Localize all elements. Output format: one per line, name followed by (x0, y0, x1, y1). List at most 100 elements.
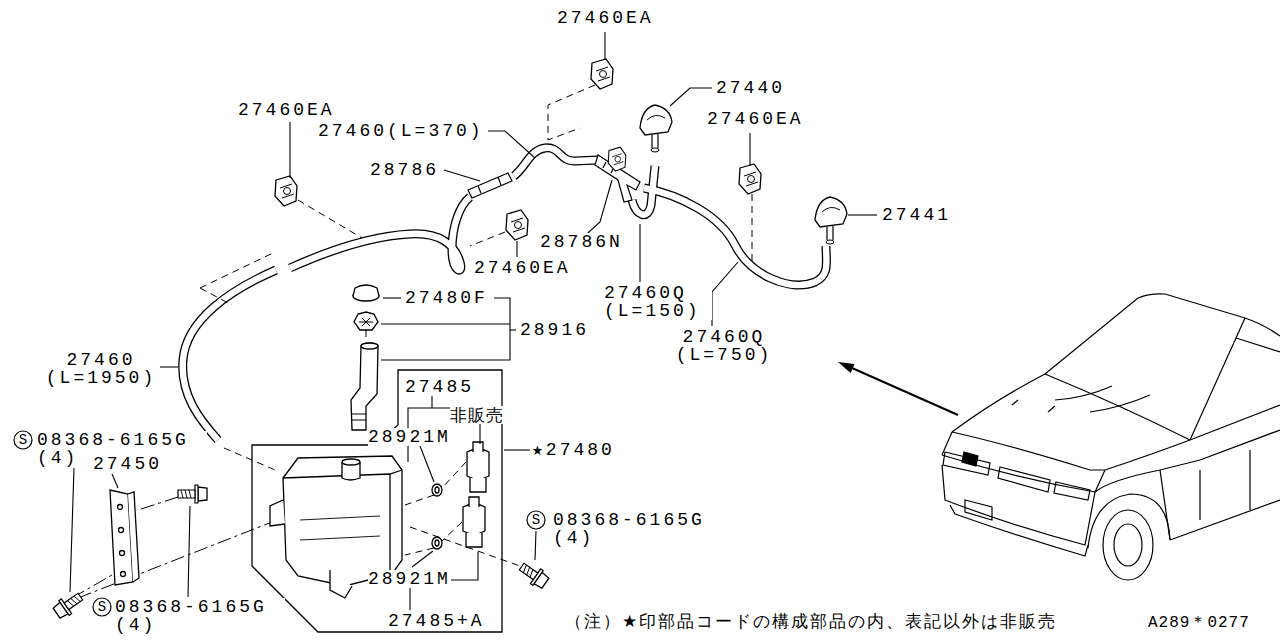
leader-line (381, 323, 510, 324)
leader-line (604, 32, 605, 60)
reservoir-bracket (120, 551, 125, 556)
part-number: 27460 (L=1950) (42, 351, 160, 387)
part-number: 27480F (405, 289, 488, 307)
footnote: （注）★印部品コードの構成部品の内、表記以外は非販売 (565, 612, 1057, 630)
washer-pump (435, 487, 439, 493)
reservoir-bracket (110, 490, 139, 585)
part-number: 27460EA (474, 259, 571, 277)
part-number: 27460EA (707, 110, 804, 128)
guide-line (72, 497, 290, 598)
vehicle-illustration (952, 374, 1045, 432)
leader-line (112, 474, 118, 488)
reservoir-bracket (128, 492, 139, 582)
vehicle-illustration (950, 505, 1088, 556)
washer-pump (466, 533, 482, 547)
vehicle-illustration (942, 294, 1280, 580)
leader-line (488, 131, 535, 158)
leader-line (712, 262, 738, 326)
part-number: 27460Q (L=750) (668, 328, 780, 364)
washer-reservoir (330, 570, 352, 598)
part-number: 08368-6165G (4) (115, 598, 285, 634)
washer-hose (514, 148, 598, 176)
guide-line (366, 330, 367, 340)
hose-clip (275, 59, 761, 240)
part-number: 27460Q (L=150) (604, 284, 712, 320)
guide-line (138, 497, 178, 510)
leader-line (510, 329, 516, 330)
drawing-code: A289＊0277 (1148, 614, 1250, 632)
washer-hose (183, 270, 276, 440)
washer-hose (644, 188, 826, 285)
part-number: 08368-6165G (4) (553, 511, 723, 547)
vehicle-illustration (1088, 494, 1170, 548)
leader-line (70, 32, 877, 610)
washer-reservoir (270, 500, 285, 526)
guide-line (442, 462, 466, 488)
vehicle-illustration (1045, 294, 1280, 374)
reservoir-filler (351, 343, 378, 430)
reservoir-bracket (119, 528, 124, 533)
leader-line (188, 506, 190, 597)
hose-connector (468, 173, 512, 198)
guide-line (200, 85, 752, 566)
washer-hose (514, 148, 598, 176)
part-number: 28786N (540, 233, 623, 251)
leader-line (70, 468, 74, 592)
vehicle-illustration (998, 467, 1050, 492)
location-arrow (838, 362, 958, 415)
bolt (516, 559, 550, 590)
reservoir-filler (352, 414, 366, 420)
leader-line (504, 449, 530, 450)
reservoir-filler (351, 285, 379, 430)
vehicle-illustration (1170, 500, 1280, 540)
vehicle-illustration (952, 432, 1105, 470)
vehicle-illustration (942, 465, 1095, 545)
leader-line (444, 170, 480, 181)
hose-clip (608, 147, 626, 171)
bolt (51, 589, 85, 620)
standard-part-mark (527, 511, 545, 529)
washer-nozzle (640, 105, 847, 244)
leader-line (516, 241, 517, 257)
part-number: 28921M (368, 570, 451, 588)
part-number: 27450 (93, 455, 162, 473)
washer-pump (435, 540, 439, 546)
vehicle-illustration (1103, 510, 1153, 580)
reservoir-filler (354, 312, 378, 330)
washer-nozzle (640, 105, 672, 152)
washer-pump (470, 478, 486, 492)
hose-clip (591, 59, 613, 89)
washer-pump (469, 497, 479, 507)
vehicle-illustration (1200, 450, 1250, 520)
part-number: 27460(L=370) (318, 122, 484, 140)
vehicle-illustration (962, 452, 978, 466)
reservoir-bracket (118, 505, 123, 510)
washer-hose (183, 148, 827, 440)
hose-clip (275, 176, 297, 206)
vehicle-illustration (1054, 482, 1090, 500)
reservoir-filler (353, 285, 379, 296)
standard-part-mark (93, 598, 111, 616)
washer-reservoir (283, 470, 402, 578)
guide-line (442, 522, 462, 541)
part-number: 28916 (520, 321, 589, 339)
washer-pump (432, 537, 442, 549)
reservoir-filler (359, 318, 373, 326)
washer-reservoir (300, 516, 380, 540)
part-number: 28786 (370, 161, 439, 179)
location-arrow (852, 368, 958, 415)
location-arrow (838, 362, 855, 373)
vehicle-illustration (1160, 470, 1170, 540)
not-sold-note: 非販売 (450, 406, 504, 424)
leader-line (381, 298, 510, 360)
washer-reservoir (283, 456, 402, 586)
vehicle-illustration (1200, 430, 1280, 460)
standard-part-mark (14, 431, 545, 616)
washer-pump (473, 442, 483, 452)
vehicle-illustration (1045, 374, 1190, 440)
leader-line (431, 396, 432, 408)
washer-pump (432, 484, 442, 496)
guide-line (470, 232, 505, 246)
guide-line (548, 85, 595, 140)
washer-hose (290, 197, 470, 270)
